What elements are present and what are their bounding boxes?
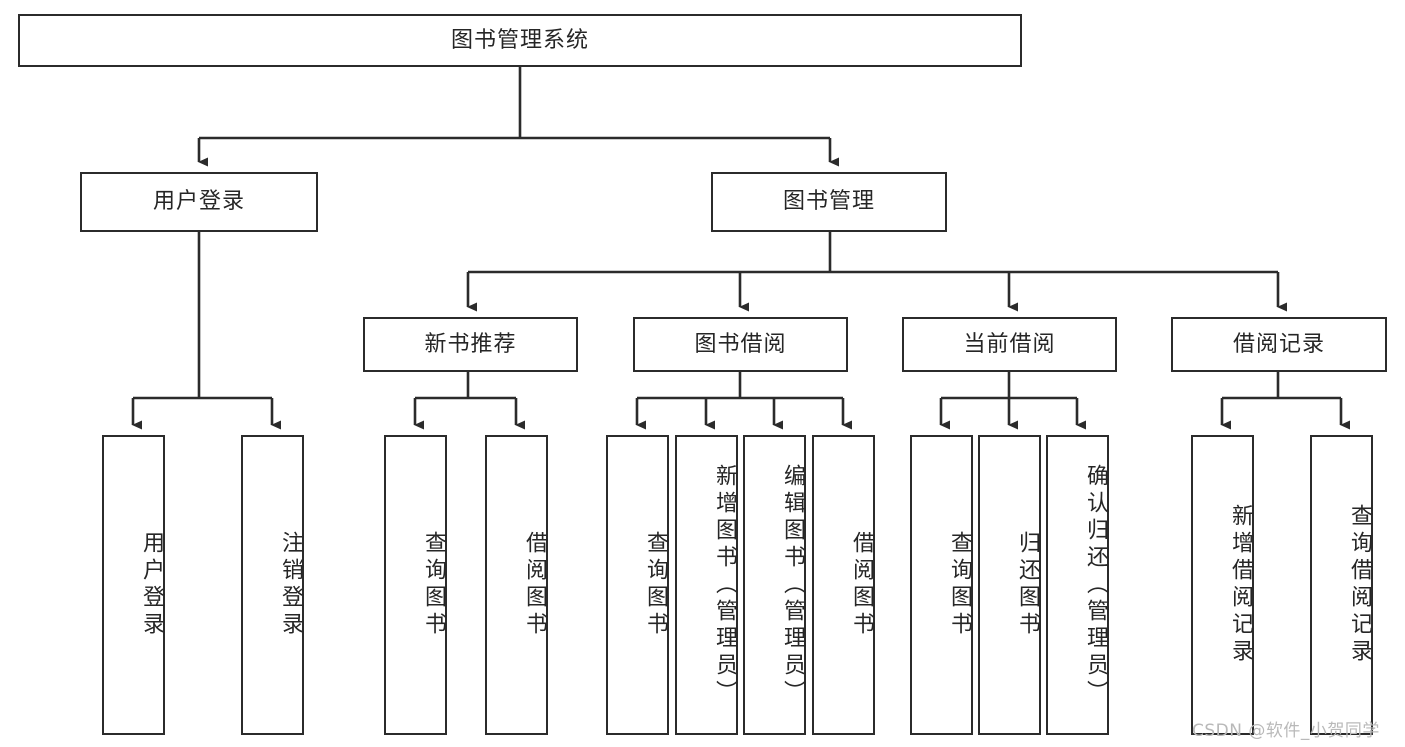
- node-label: 查询借阅记录: [1347, 504, 1372, 666]
- node-label: 查询图书: [947, 531, 972, 639]
- leaf-return-book[interactable]: 归还图书: [978, 435, 1041, 735]
- node-label: 新书推荐: [424, 331, 517, 357]
- node-label: 归还图书: [1015, 531, 1040, 639]
- node-new-book-recommendation[interactable]: 新书推荐: [363, 317, 578, 372]
- node-label: 借阅图书: [849, 531, 874, 639]
- leaf-query-book-current[interactable]: 查询图书: [910, 435, 973, 735]
- leaf-add-book-admin[interactable]: 新增图书（管理员）: [675, 435, 738, 735]
- leaf-borrow-book[interactable]: 借阅图书: [812, 435, 875, 735]
- node-root-system[interactable]: 图书管理系统: [18, 14, 1022, 67]
- leaf-query-book-borrow[interactable]: 查询图书: [606, 435, 669, 735]
- node-book-management[interactable]: 图书管理: [711, 172, 947, 232]
- leaf-borrow-book-recommendation[interactable]: 借阅图书: [485, 435, 548, 735]
- csdn-watermark: CSDN @软件_小贺同学: [1192, 721, 1380, 741]
- node-label: 借阅记录: [1232, 331, 1325, 357]
- node-label: 注销登录: [278, 531, 303, 639]
- node-current-borrow[interactable]: 当前借阅: [902, 317, 1117, 372]
- node-book-borrow[interactable]: 图书借阅: [633, 317, 848, 372]
- node-label: 新增借阅记录: [1228, 504, 1253, 666]
- node-label: 图书管理: [782, 189, 875, 215]
- node-user-login[interactable]: 用户登录: [80, 172, 318, 232]
- leaf-query-borrow-record[interactable]: 查询借阅记录: [1310, 435, 1373, 735]
- node-label: 用户登录: [152, 189, 245, 215]
- node-label: 查询图书: [421, 531, 446, 639]
- leaf-edit-book-admin[interactable]: 编辑图书（管理员）: [743, 435, 806, 735]
- node-borrow-record[interactable]: 借阅记录: [1171, 317, 1387, 372]
- leaf-query-book-recommendation[interactable]: 查询图书: [384, 435, 447, 735]
- leaf-logout[interactable]: 注销登录: [241, 435, 304, 735]
- leaf-confirm-return-admin[interactable]: 确认归还（管理员）: [1046, 435, 1109, 735]
- node-label: 用户登录: [139, 531, 164, 639]
- node-label: 借阅图书: [522, 531, 547, 639]
- leaf-user-login[interactable]: 用户登录: [102, 435, 165, 735]
- node-label: 新增图书（管理员）: [712, 463, 737, 707]
- node-label: 确认归还（管理员）: [1083, 463, 1108, 707]
- node-label: 图书借阅: [694, 331, 787, 357]
- node-label: 编辑图书（管理员）: [780, 463, 805, 707]
- leaf-add-borrow-record[interactable]: 新增借阅记录: [1191, 435, 1254, 735]
- node-label: 图书管理系统: [450, 27, 589, 53]
- node-label: 当前借阅: [963, 331, 1056, 357]
- node-label: 查询图书: [643, 531, 668, 639]
